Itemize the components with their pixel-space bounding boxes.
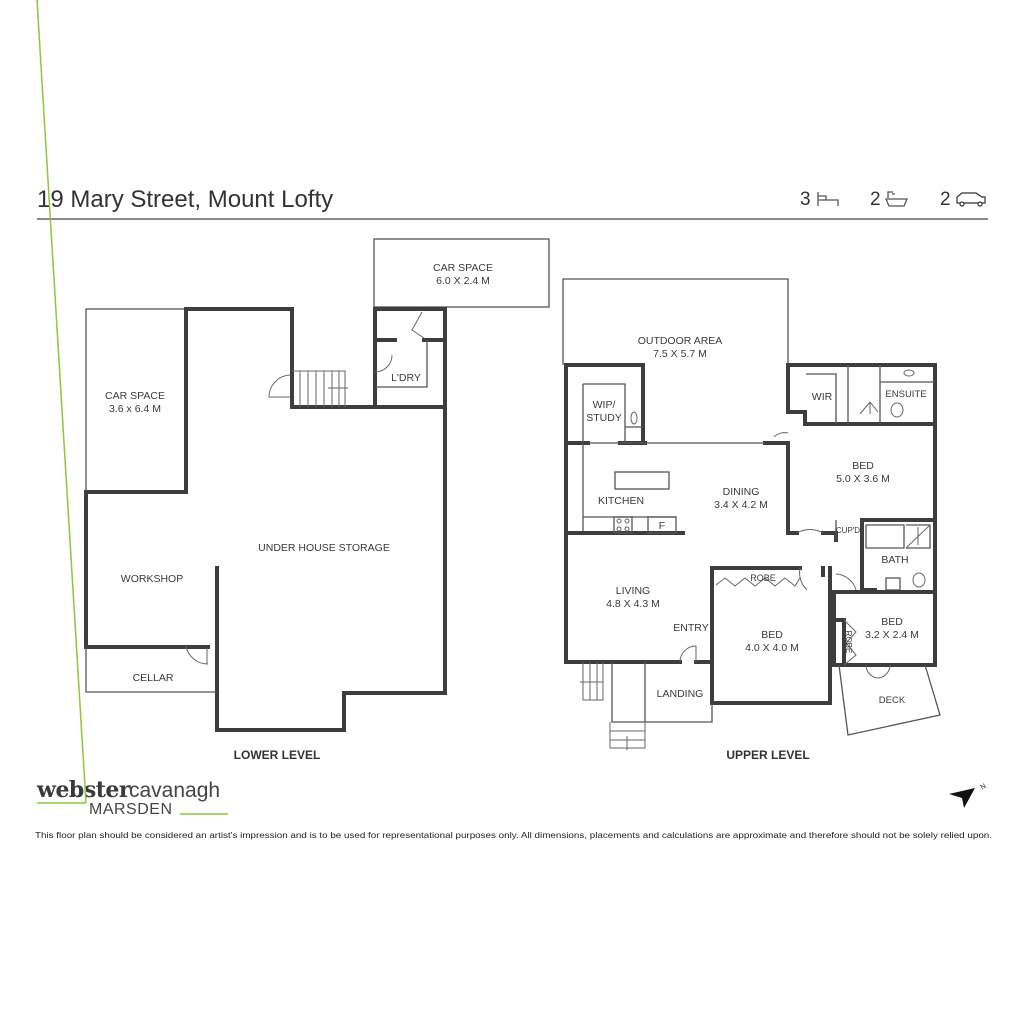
car-icon <box>956 192 986 207</box>
room-label: ENTRY <box>673 622 708 634</box>
room-label: ROBE <box>750 573 776 583</box>
logo-webster: webster <box>36 777 131 803</box>
room-label: BED <box>761 629 783 641</box>
room-label: BED <box>881 616 903 628</box>
bed-icon <box>817 192 839 206</box>
brand-logo: webster cavanagh MARSDEN <box>36 0 228 818</box>
room-size: 4.8 X 4.3 M <box>606 598 660 610</box>
lower-level-title: LOWER LEVEL <box>234 748 321 762</box>
room-label: CUP'D <box>836 526 860 535</box>
room-size: 3.2 X 2.4 M <box>865 629 919 641</box>
compass-north-label: N <box>980 783 988 792</box>
room-label: DECK <box>879 695 906 706</box>
upper-level-plan: OUTDOOR AREA 7.5 X 5.7 M WIP/ STUDY WIR … <box>562 278 941 762</box>
room-label: WIR <box>812 391 833 403</box>
room-label: BATH <box>881 554 908 566</box>
disclaimer-text: This floor plan should be considered an … <box>35 830 992 840</box>
room-size: 5.0 X 3.6 M <box>836 473 890 485</box>
room-label: WIP/ <box>593 399 616 411</box>
logo-marsden: MARSDEN <box>89 801 173 818</box>
room-size: 7.5 X 5.7 M <box>653 348 707 360</box>
lower-level-plan: CAR SPACE 6.0 X 2.4 M CAR SPACE 3.6 x 6.… <box>84 238 550 762</box>
property-address: 19 Mary Street, Mount Lofty <box>37 186 333 213</box>
room-label: LIVING <box>616 585 650 597</box>
room-size: 4.0 X 4.0 M <box>745 642 799 654</box>
room-label: CAR SPACE <box>433 262 493 274</box>
room-size: 3.4 X 4.2 M <box>714 499 768 511</box>
room-label: ENSUITE <box>885 389 926 400</box>
room-label: ROBE <box>844 631 853 654</box>
logo-cavanagh: cavanagh <box>129 779 220 802</box>
bathroom-count: 2 <box>870 189 881 210</box>
room-label: BED <box>852 460 874 472</box>
stairs-upper <box>580 662 646 750</box>
room-label: CELLAR <box>133 672 174 684</box>
stairs-lower <box>292 370 348 407</box>
bath-icon <box>885 191 908 207</box>
room-label: CAR SPACE <box>105 390 165 402</box>
room-label: LANDING <box>657 688 704 700</box>
fridge-label: F <box>659 520 665 532</box>
room-label: DINING <box>723 486 760 498</box>
upper-level-title: UPPER LEVEL <box>726 748 809 762</box>
car-space-top <box>373 238 550 308</box>
carspace-count: 2 <box>940 189 951 210</box>
room-size: 6.0 X 2.4 M <box>436 275 490 287</box>
bedroom-count: 3 <box>800 189 811 210</box>
north-arrow-icon: N <box>949 783 987 808</box>
room-label: L'DRY <box>391 372 421 384</box>
room-label: KITCHEN <box>598 495 644 507</box>
room-size: 3.6 x 6.4 M <box>109 403 161 415</box>
room-label: UNDER HOUSE STORAGE <box>258 542 390 554</box>
room-label: WORKSHOP <box>121 573 183 585</box>
room-label: OUTDOOR AREA <box>638 335 723 347</box>
room-label: STUDY <box>586 412 622 424</box>
